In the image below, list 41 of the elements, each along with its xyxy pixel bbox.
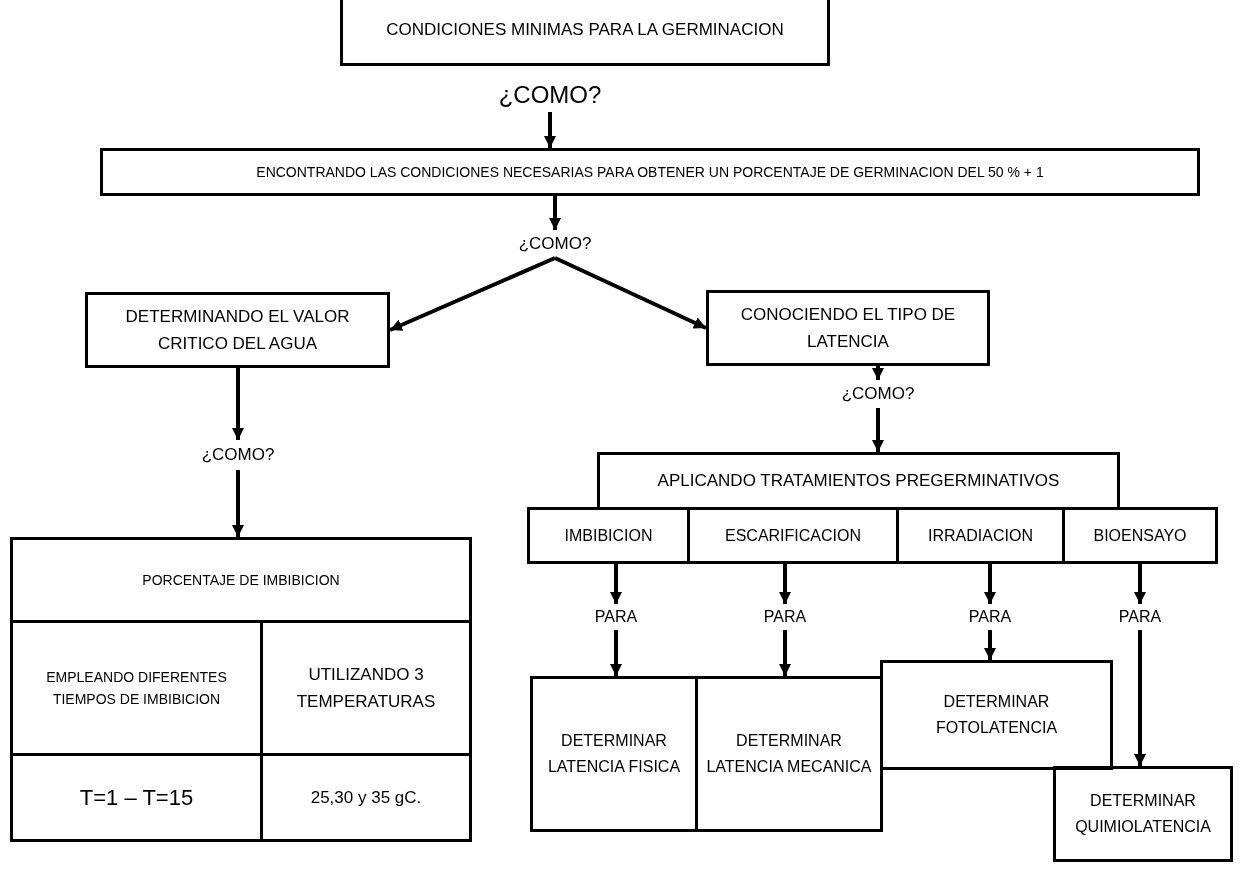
arrow: [1134, 564, 1146, 604]
process-box: DETERMINAR QUIMIOLATENCIA: [1053, 766, 1233, 862]
question-label: PARA: [1110, 604, 1170, 630]
arrow: [1134, 630, 1146, 766]
table-cell: EMPLEANDO DIFERENTES TIEMPOS DE IMBIBICION: [13, 620, 263, 753]
table-cell: T=1 – T=15: [13, 753, 263, 839]
arrow: [549, 196, 561, 230]
arrow: [779, 630, 791, 676]
table-cell: UTILIZANDO 3 TEMPERATURAS: [263, 620, 469, 753]
question-label: ¿COMO?: [505, 230, 605, 258]
process-box: DETERMINAR LATENCIA MECANICA: [695, 676, 883, 832]
arrow: [984, 564, 996, 604]
arrow: [779, 564, 791, 604]
arrow: [872, 408, 884, 452]
table-box: [10, 537, 472, 842]
table-cell: 25,30 y 35 gC.: [263, 753, 469, 839]
process-box: IMBIBICION: [527, 507, 690, 564]
question-label: PARA: [960, 604, 1020, 630]
question-label: ¿COMO?: [828, 380, 928, 408]
question-label: PARA: [586, 604, 646, 630]
arrow: [610, 630, 622, 676]
arrow: [872, 366, 884, 380]
arrow: [610, 564, 622, 604]
process-box: CONOCIENDO EL TIPO DE LATENCIA: [706, 290, 990, 366]
arrow: [544, 112, 556, 148]
title-box: CONDICIONES MINIMAS PARA LA GERMINACION: [340, 0, 830, 66]
arrow: [984, 630, 996, 660]
arrow: [232, 368, 244, 440]
question-label: ¿COMO?: [188, 440, 288, 470]
question-label: PARA: [755, 604, 815, 630]
question-label: ¿COMO?: [495, 78, 605, 112]
arrow: [232, 470, 244, 537]
process-box: DETERMINANDO EL VALOR CRITICO DEL AGUA: [85, 292, 390, 368]
process-box: DETERMINAR LATENCIA FISICA: [530, 676, 698, 832]
arrow: [554, 256, 707, 330]
process-box: APLICANDO TRATAMIENTOS PREGERMINATIVOS: [597, 452, 1120, 510]
process-box: BIOENSAYO: [1062, 507, 1218, 564]
arrow: [389, 256, 556, 332]
process-box: DETERMINAR FOTOLATENCIA: [880, 660, 1113, 770]
process-box: ENCONTRANDO LAS CONDICIONES NECESARIAS PARA OBTENER UN PORCENTAJE DE GERMINACION DEL 50 % + 1: [100, 148, 1200, 196]
table-header: PORCENTAJE DE IMBIBICION: [141, 570, 341, 590]
